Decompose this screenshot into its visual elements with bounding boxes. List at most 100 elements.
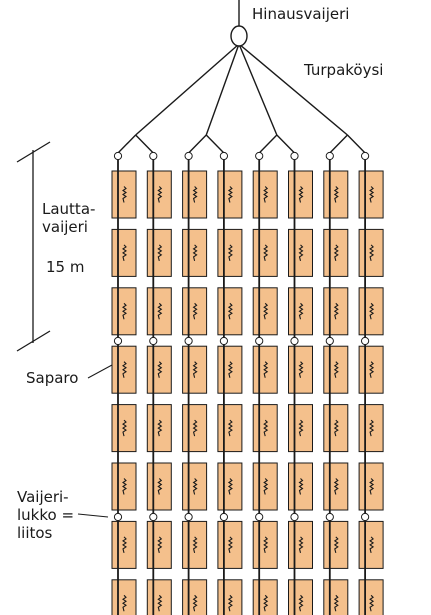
timber-bundle bbox=[217, 228, 243, 277]
rope-network bbox=[117, 0, 366, 154]
timber-bundle bbox=[146, 404, 172, 453]
timber-bundle bbox=[217, 170, 243, 219]
binding-wrap bbox=[122, 186, 127, 203]
binding-wrap bbox=[227, 419, 233, 437]
timber-bundle bbox=[182, 520, 208, 569]
cable-lock bbox=[290, 512, 299, 522]
binding-wrap bbox=[192, 302, 198, 320]
cable-lock bbox=[290, 336, 299, 346]
binding-wrap bbox=[263, 478, 269, 495]
raft-length-label: 15 m bbox=[46, 258, 84, 276]
binding-wrap bbox=[263, 302, 269, 320]
timber-bundle bbox=[217, 462, 243, 511]
peat-rope-branch bbox=[346, 134, 366, 154]
timber-bundle bbox=[111, 228, 137, 277]
binding-wrap bbox=[192, 361, 198, 378]
peat-rope bbox=[205, 43, 240, 136]
peat-rope-label: Turpaköysi bbox=[303, 61, 383, 79]
timber-bundle bbox=[252, 170, 278, 219]
cable-lock-label-line1: Vaijeri- bbox=[17, 488, 69, 506]
timber-bundle bbox=[252, 404, 278, 453]
timber-bundle bbox=[182, 462, 208, 511]
binding-wrap bbox=[192, 594, 198, 612]
peat-rope-branch bbox=[188, 134, 207, 154]
timber-bundle bbox=[182, 345, 208, 394]
tow-ring bbox=[230, 25, 248, 47]
cable-lock bbox=[325, 151, 334, 161]
timber-bundle bbox=[217, 520, 243, 569]
timber-bundle bbox=[146, 287, 172, 336]
peat-rope-branch bbox=[205, 134, 225, 154]
timber-bundle bbox=[252, 287, 278, 336]
peat-rope bbox=[238, 43, 278, 136]
raft-cable-label-line1: Lautta- bbox=[42, 200, 95, 218]
binding-wrap bbox=[298, 361, 304, 378]
cable-lock bbox=[219, 336, 228, 346]
binding-wrap bbox=[298, 419, 304, 437]
binding-wrap bbox=[227, 302, 233, 320]
timber-bundle bbox=[217, 345, 243, 394]
raft-cable-grid bbox=[113, 151, 375, 615]
timber-bundle bbox=[358, 404, 384, 453]
binding-wrap bbox=[122, 361, 127, 378]
timber-bundle bbox=[323, 520, 349, 569]
binding-wrap bbox=[369, 186, 375, 203]
raft-cable-label-line2: vaijeri bbox=[42, 218, 88, 236]
binding-wrap bbox=[122, 419, 127, 437]
timber-bundle bbox=[252, 228, 278, 277]
tail-label: Saparo bbox=[26, 369, 78, 387]
peat-rope-branch bbox=[135, 134, 154, 154]
cable-lock bbox=[149, 512, 158, 522]
binding-wrap bbox=[122, 594, 127, 612]
binding-wrap bbox=[227, 361, 233, 378]
binding-wrap bbox=[333, 478, 339, 495]
binding-wrap bbox=[263, 244, 269, 262]
cable-lock bbox=[325, 336, 334, 346]
tail-leader-line bbox=[87, 364, 113, 379]
binding-wrap bbox=[157, 302, 163, 320]
binding-wrap bbox=[122, 244, 127, 262]
binding-wrap bbox=[333, 361, 339, 378]
timber-bundle bbox=[323, 345, 349, 394]
binding-wrap bbox=[263, 594, 269, 612]
timber-bundle bbox=[358, 345, 384, 394]
cable-lock bbox=[113, 512, 123, 522]
binding-wrap bbox=[227, 536, 233, 554]
timber-bundle bbox=[288, 520, 313, 569]
cable-lock bbox=[255, 151, 264, 161]
binding-wrap bbox=[263, 186, 269, 203]
cable-lock bbox=[361, 512, 370, 522]
timber-bundle bbox=[358, 520, 384, 569]
binding-wrap bbox=[369, 244, 375, 262]
timber-bundle bbox=[217, 287, 243, 336]
binding-wrap bbox=[227, 594, 233, 612]
cable-lock bbox=[255, 336, 264, 346]
binding-wrap bbox=[192, 244, 198, 262]
timber-bundle bbox=[182, 287, 208, 336]
binding-wrap bbox=[333, 419, 339, 437]
binding-wrap bbox=[298, 594, 304, 612]
timber-bundle bbox=[323, 404, 349, 453]
cable-lock bbox=[113, 151, 123, 161]
cable-lock bbox=[361, 151, 370, 161]
timber-bundle bbox=[288, 170, 313, 219]
timber-bundle bbox=[111, 170, 137, 219]
cable-lock bbox=[184, 512, 193, 522]
binding-wrap bbox=[192, 478, 198, 495]
annotation-marks bbox=[16, 141, 113, 518]
timber-bundle bbox=[111, 404, 137, 453]
binding-wrap bbox=[157, 244, 163, 262]
timber-bundle bbox=[146, 462, 172, 511]
timber-bundle bbox=[288, 462, 313, 511]
peat-rope-branch bbox=[258, 134, 278, 154]
timber-bundle bbox=[146, 520, 172, 569]
timber-bundle bbox=[288, 287, 313, 336]
cable-lock bbox=[219, 512, 228, 522]
cable-lock bbox=[361, 336, 370, 346]
binding-wrap bbox=[333, 302, 339, 320]
binding-wrap bbox=[157, 186, 163, 203]
peat-rope-branch bbox=[276, 134, 295, 154]
binding-wrap bbox=[298, 478, 304, 495]
binding-wrap bbox=[369, 419, 375, 437]
